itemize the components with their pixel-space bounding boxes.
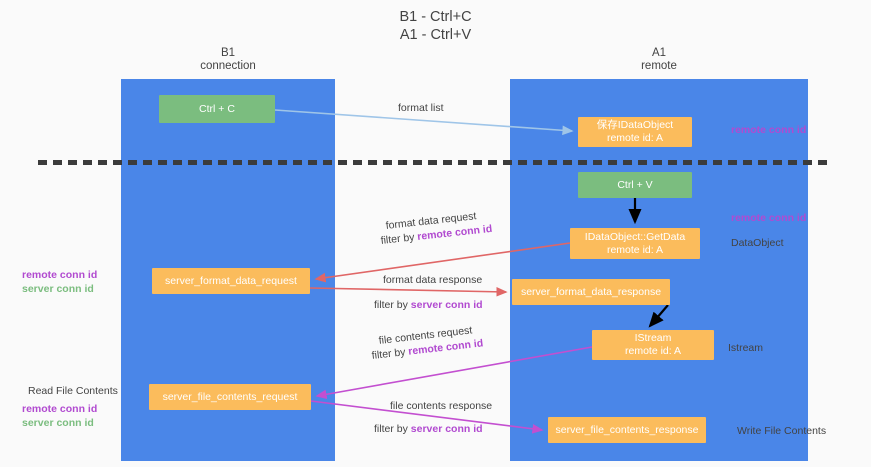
edge-label-format-list: format list xyxy=(398,102,444,114)
node-server-format-data-request[interactable]: server_format_data_request xyxy=(152,268,310,294)
filter-prefix: filter by xyxy=(380,231,418,247)
node-server-format-data-response[interactable]: server_format_data_response xyxy=(512,279,670,305)
node-ctrl-v[interactable]: Ctrl + V xyxy=(578,172,692,198)
note-right-remote-conn-id-top: remote conn id xyxy=(731,124,807,136)
note-right-write-file-contents: Write File Contents xyxy=(737,425,827,437)
node-idataobject-getdata[interactable]: IDataObject::GetData remote id: A xyxy=(570,228,700,259)
lane-header-a1: A1 remote xyxy=(641,47,677,72)
edge-label-file-contents-response-filter: filter by server conn id xyxy=(374,422,483,436)
filter-prefix: filter by xyxy=(374,423,411,435)
note-right-dataobject: DataObject xyxy=(731,237,784,249)
node-server-file-contents-response[interactable]: server_file_contents_response xyxy=(548,417,706,443)
note-right-istream: Istream xyxy=(728,342,764,354)
filter-prefix: filter by xyxy=(371,345,410,362)
phase-divider xyxy=(38,160,833,165)
diagram-title: B1 - Ctrl+C A1 - Ctrl+V xyxy=(399,9,472,43)
note-left-server-conn-id-mid: server conn id xyxy=(22,283,94,295)
node-server-file-contents-request[interactable]: server_file_contents_request xyxy=(149,384,311,410)
note-right-remote-conn-id-mid: remote conn id xyxy=(731,212,807,224)
node-ctrl-c[interactable]: Ctrl + C xyxy=(159,95,275,123)
node-save-idataobject[interactable]: 保存IDataObject remote id: A xyxy=(578,117,692,147)
note-left-remote-conn-id-mid: remote conn id xyxy=(22,269,98,281)
lane-header-b1: B1 connection xyxy=(200,47,256,72)
edge-label-format-data-response: format data response xyxy=(383,274,483,286)
note-left-read-file-contents: Read File Contents xyxy=(28,385,118,397)
edge-label-file-contents-response: file contents response xyxy=(390,400,493,412)
note-left-remote-conn-id-bottom: remote conn id xyxy=(22,403,98,415)
edge-format-data-response xyxy=(309,287,508,297)
filter-prefix: filter by xyxy=(374,299,411,311)
filter-value-server-conn-id: server conn id xyxy=(410,423,483,435)
node-istream[interactable]: IStream remote id: A xyxy=(592,330,714,360)
filter-value-server-conn-id: server conn id xyxy=(410,299,483,311)
note-left-server-conn-id-bottom: server conn id xyxy=(22,417,94,429)
edge-label-format-data-response-filter: filter by server conn id xyxy=(374,298,483,312)
